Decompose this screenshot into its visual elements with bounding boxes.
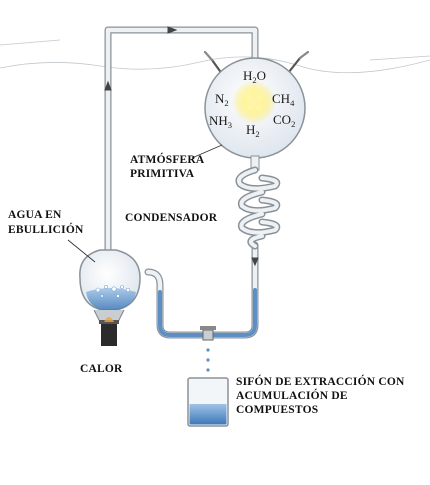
label-atmosphere-1: ATMÓSFERA xyxy=(130,152,205,166)
label-pointer-lines xyxy=(67,144,223,263)
heat-source-burner xyxy=(99,317,119,346)
gas-water: H2O xyxy=(243,68,266,85)
label-heat: CALOR xyxy=(80,363,123,375)
gas-methane: CH4 xyxy=(272,91,295,108)
boiling-bubbles xyxy=(95,285,131,298)
label-boiling-water-1: AGUA EN xyxy=(8,209,62,221)
gas-carbon-dioxide: CO2 xyxy=(273,112,295,129)
gas-ammonia: NH3 xyxy=(209,113,232,130)
label-siphon-2: ACUMULACIÓN DE xyxy=(236,388,348,402)
gas-nitrogen: N2 xyxy=(215,91,229,108)
background-sketch-lines xyxy=(0,39,430,74)
label-condenser: CONDENSADOR xyxy=(125,212,218,224)
gas-formulas: H2O N2 CH4 NH3 CO2 H2 xyxy=(209,68,295,139)
label-atmosphere-2: PRIMITIVA xyxy=(130,168,195,180)
reaction-flask xyxy=(204,57,306,171)
labels: AGUA EN EBULLICIÓN CALOR ATMÓSFERA PRIMI… xyxy=(8,152,405,416)
flow-arrows xyxy=(104,26,259,267)
label-siphon-1: SIFÓN DE EXTRACCIÓN CON xyxy=(236,374,405,388)
gas-hydrogen: H2 xyxy=(246,122,260,139)
label-boiling-water-2: EBULLICIÓN xyxy=(8,222,84,236)
collection-beaker xyxy=(187,377,229,427)
boiling-flask xyxy=(79,249,141,323)
label-siphon-3: COMPUESTOS xyxy=(236,404,318,416)
condenser-coil xyxy=(235,166,281,250)
